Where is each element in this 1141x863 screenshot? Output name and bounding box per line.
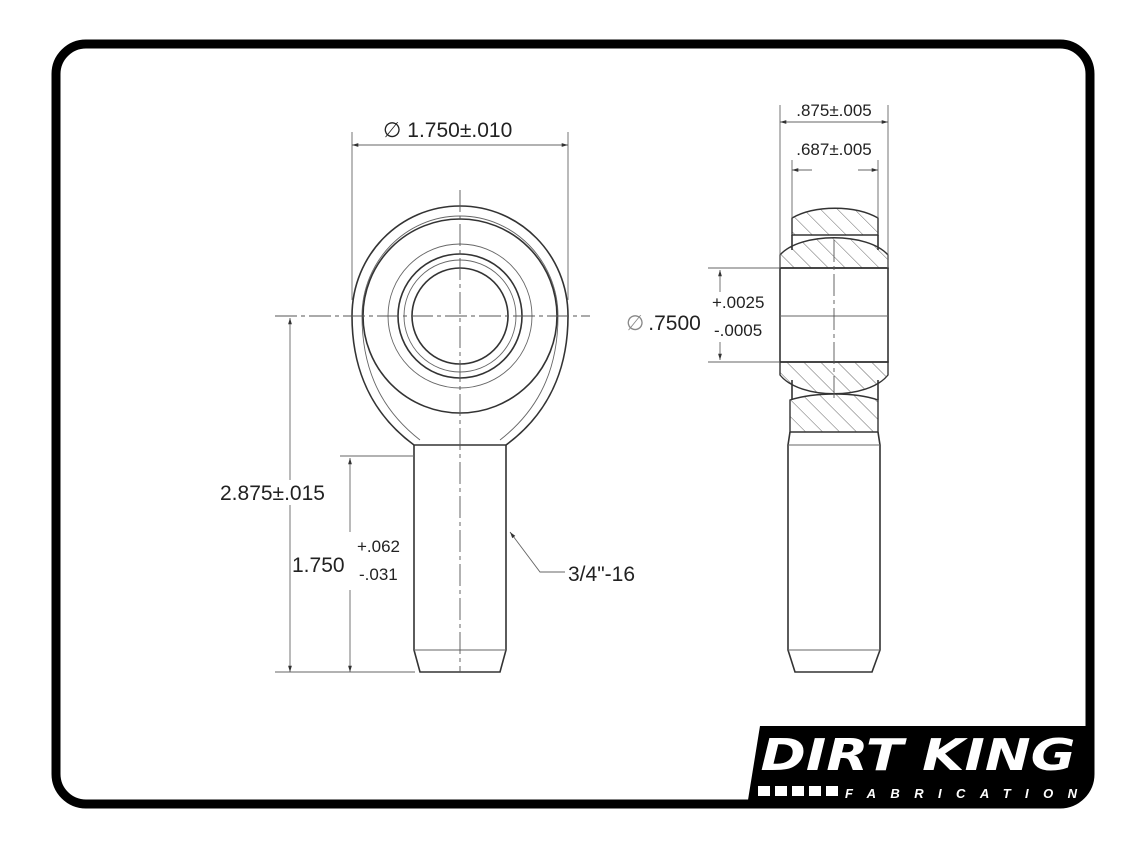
side-shank-outline xyxy=(787,431,881,673)
shank-tol-plus: +.062 xyxy=(357,537,400,556)
dirt-king-logo: DIRT KING FABRICATION xyxy=(748,726,1090,801)
ball-diameter-label: ∅ 1.750±.010 xyxy=(383,119,512,142)
neck-section xyxy=(789,393,879,433)
shank-tol-minus: -.031 xyxy=(359,565,398,584)
logo-brand: DIRT KING xyxy=(761,730,1076,781)
outer-race-top-section xyxy=(791,207,879,236)
drawing-frame xyxy=(51,39,1095,809)
bore-tol-minus: -.0005 xyxy=(714,321,762,340)
ball-diameter-dim: 1.750±.010 xyxy=(407,119,512,142)
front-view: ∅ 1.750±.010 2.875±.015 1.750 +.062 -.031… xyxy=(220,119,635,673)
bore-tol-plus: +.0025 xyxy=(712,293,764,312)
shank-length-dim: 1.750 xyxy=(292,554,345,577)
ball-width-dim: .687±.005 xyxy=(796,140,872,159)
bore-diameter-dim: .7500 xyxy=(648,312,701,335)
thread-callout: 3/4"-16 xyxy=(568,563,635,586)
side-view: .875±.005 .687±.005 ∅.7500 +.0025 -.0005 xyxy=(626,101,889,673)
outer-width-dim: .875±.005 xyxy=(796,101,872,120)
bore-diameter-label: ∅.7500 xyxy=(626,312,701,335)
diameter-symbol: ∅ xyxy=(383,119,401,142)
overall-length-dim: 2.875±.015 xyxy=(220,482,325,505)
bore-diameter-symbol: ∅ xyxy=(626,312,644,335)
